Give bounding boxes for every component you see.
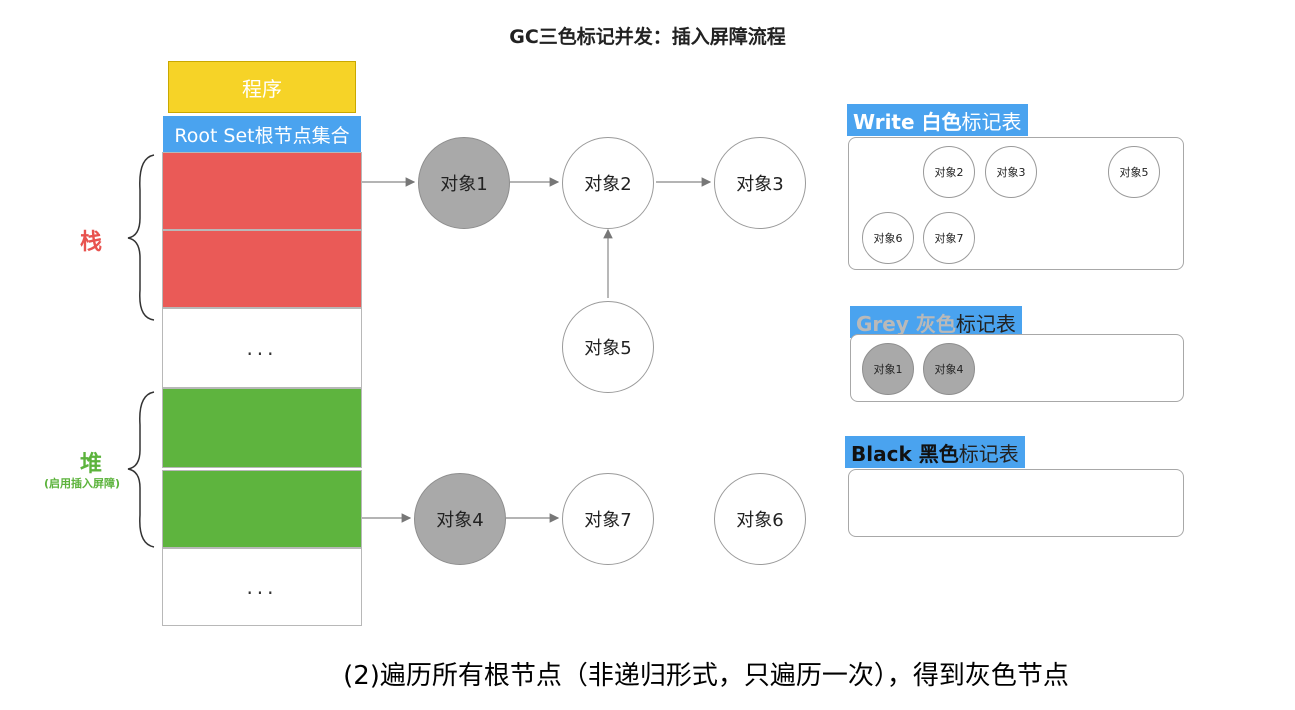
stack-ellipsis: ... bbox=[162, 308, 362, 388]
white-item-object-7: 对象7 bbox=[923, 212, 975, 264]
white-item-object-2: 对象2 bbox=[923, 146, 975, 198]
white-item-object-3: 对象3 bbox=[985, 146, 1037, 198]
heap-sublabel: (启用插入屏障) bbox=[44, 477, 121, 490]
black-table-panel bbox=[848, 469, 1184, 537]
stack-label: 栈 bbox=[80, 230, 103, 255]
white-table-title-prefix: Write 白色 bbox=[853, 109, 962, 134]
heap-label: 堆 bbox=[80, 452, 103, 477]
grey-item-object-1: 对象1 bbox=[862, 343, 914, 395]
grey-table-title-prefix: Grey 灰色 bbox=[856, 311, 956, 336]
stack-slot-1 bbox=[162, 152, 362, 230]
node-object-5: 对象5 bbox=[562, 301, 654, 393]
stack-slot-2 bbox=[162, 230, 362, 308]
grey-item-object-4: 对象4 bbox=[923, 343, 975, 395]
grey-table-title-suffix: 标记表 bbox=[955, 311, 1016, 336]
node-object-7: 对象7 bbox=[562, 473, 654, 565]
rootset-header: Root Set根节点集合 bbox=[163, 116, 361, 152]
black-table-title-prefix: Black 黑色 bbox=[851, 441, 959, 466]
node-object-1: 对象1 bbox=[418, 137, 510, 229]
node-object-3: 对象3 bbox=[714, 137, 806, 229]
heap-slot-1 bbox=[162, 388, 362, 468]
heap-slot-2 bbox=[162, 470, 362, 548]
diagram-title: GC三色标记并发：插入屏障流程 bbox=[509, 26, 786, 48]
step-caption: (2)遍历所有根节点（非递归形式，只遍历一次），得到灰色节点 bbox=[343, 661, 1069, 691]
program-box: 程序 bbox=[168, 61, 356, 113]
white-item-object-5: 对象5 bbox=[1108, 146, 1160, 198]
white-item-object-6: 对象6 bbox=[862, 212, 914, 264]
white-table-title: Write 白色 标记表 bbox=[847, 104, 1028, 136]
node-object-6: 对象6 bbox=[714, 473, 806, 565]
white-table-title-suffix: 标记表 bbox=[961, 109, 1022, 134]
node-object-4: 对象4 bbox=[414, 473, 506, 565]
heap-brace bbox=[127, 391, 155, 548]
black-table-title-suffix: 标记表 bbox=[958, 441, 1019, 466]
stack-brace bbox=[127, 154, 155, 321]
black-table-title: Black 黑色 标记表 bbox=[845, 436, 1025, 468]
grey-table-title: Grey 灰色 标记表 bbox=[850, 306, 1022, 338]
node-object-2: 对象2 bbox=[562, 137, 654, 229]
heap-ellipsis: ... bbox=[162, 548, 362, 626]
